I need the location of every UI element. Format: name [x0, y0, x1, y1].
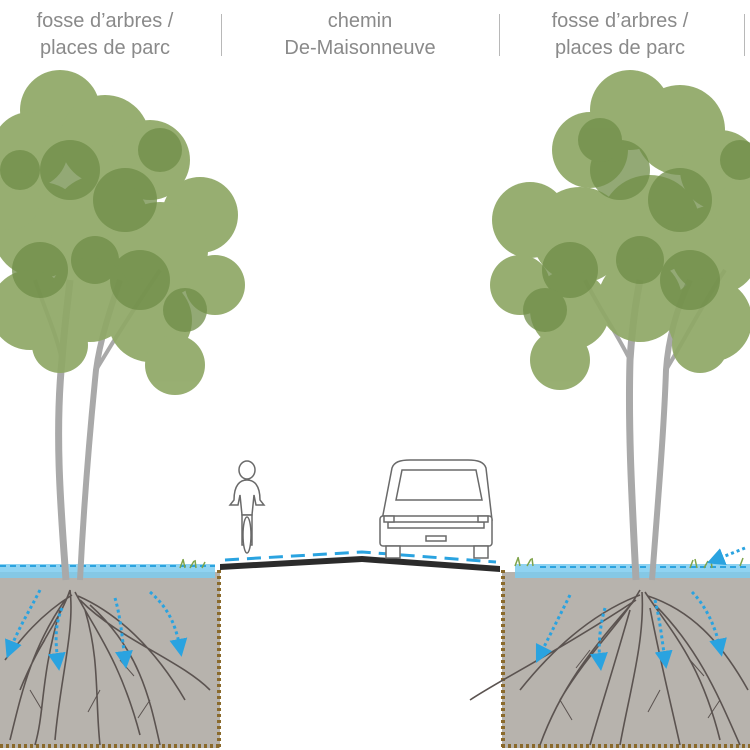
center-label-line2: De-Maisonneuve [284, 37, 436, 59]
left-tree-icon [0, 70, 245, 581]
left-water-infiltration-arrow-icon [4, 589, 188, 671]
road-surface [220, 550, 500, 572]
right-label-line2: places de parc [554, 37, 686, 59]
grass [179, 556, 744, 569]
right-water-infiltration-arrow-icon [535, 546, 746, 671]
right-label-line1: fosse d’arbres / [551, 10, 689, 32]
car-icon [379, 459, 493, 559]
right-section-label: fosse d’arbres / places de parc [520, 8, 720, 62]
center-section-label: chemin De-Maisonneuve [232, 8, 488, 62]
right-tree-pit [501, 564, 750, 748]
divider-right [499, 14, 500, 56]
cyclist-icon [228, 460, 266, 554]
left-section-label: fosse d’arbres / places de parc [5, 8, 205, 62]
divider-left [221, 14, 222, 56]
left-water-layer [0, 564, 215, 578]
center-label-line1: chemin [327, 10, 393, 32]
left-label-line1: fosse d’arbres / [36, 10, 174, 32]
right-roots-icon [469, 589, 749, 746]
right-tree-icon [490, 70, 750, 581]
left-label-line2: places de parc [39, 37, 171, 59]
left-tree-pit [0, 564, 221, 748]
divider-far-right [744, 14, 745, 56]
